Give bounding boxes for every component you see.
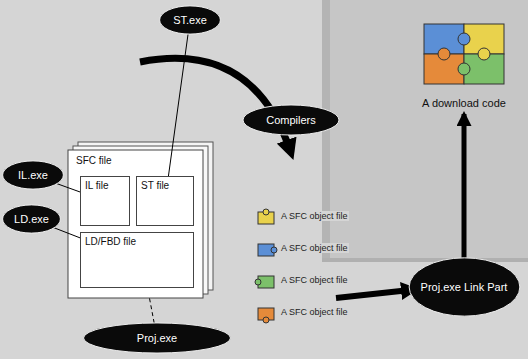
file-label: A SFC object file [280, 211, 349, 221]
program-ellipse: Proj.exe [82, 322, 232, 354]
page-sheet [68, 150, 203, 298]
puzzle-knob [271, 247, 277, 253]
program-ellipse: Proj.exe Link Part [408, 256, 521, 318]
program-name: Compilers [266, 114, 316, 127]
file-box: LD/FBD file [80, 232, 194, 288]
puzzle-picture [424, 24, 504, 84]
node-text: IL file [85, 180, 109, 192]
file-label: A SFC object file [280, 275, 349, 285]
ellipse-shape [160, 6, 221, 34]
compile-arrow [140, 58, 290, 150]
file-box: ST file [136, 176, 194, 226]
program-ellipse: IL.exe [2, 160, 64, 190]
program-ellipse: ST.exe [159, 5, 221, 35]
connector [149, 298, 154, 323]
puzzle-knob [255, 279, 261, 285]
program-name: IL.exe [18, 169, 48, 182]
panel-edge [322, 258, 528, 262]
node-text: SFC file [76, 155, 112, 167]
puzzle-knob [263, 317, 269, 323]
connector [168, 34, 188, 176]
file-document: SFC file IL file ST fileLD/FBD file [68, 150, 203, 298]
download-area: A download code [404, 18, 524, 114]
connector [57, 184, 80, 192]
connectors [54, 34, 464, 323]
puzzle-knob [478, 48, 490, 60]
node-text: ST file [141, 180, 169, 192]
ellipse-shape [243, 105, 339, 135]
puzzle-knob [458, 63, 470, 75]
puzzle-knob [263, 209, 269, 215]
ellipse-shape [3, 205, 61, 233]
puzzle-knob [458, 33, 470, 45]
node-text: LD/FBD file [85, 236, 136, 248]
program-ellipse: Compilers [242, 104, 340, 136]
file-box: IL file [80, 176, 130, 226]
ellipse-shape [3, 161, 64, 189]
node-text: A download code [422, 97, 506, 110]
program-name: LD.exe [14, 213, 49, 226]
ellipse-shape [409, 258, 520, 316]
program-name: Proj.exe Link Part [421, 281, 508, 294]
connector [462, 114, 467, 258]
puzzle-knob [438, 48, 450, 60]
file-label: A SFC object file [280, 243, 349, 253]
ellipse-shape [84, 323, 231, 353]
program-name: ST.exe [173, 14, 207, 27]
program-name: Proj.exe [137, 332, 177, 345]
object-icons [255, 209, 277, 323]
connector [54, 228, 80, 238]
file-label: A SFC object file [280, 307, 349, 317]
panel [322, 0, 528, 262]
link-arrow [336, 290, 410, 298]
program-ellipse: LD.exe [2, 204, 61, 234]
